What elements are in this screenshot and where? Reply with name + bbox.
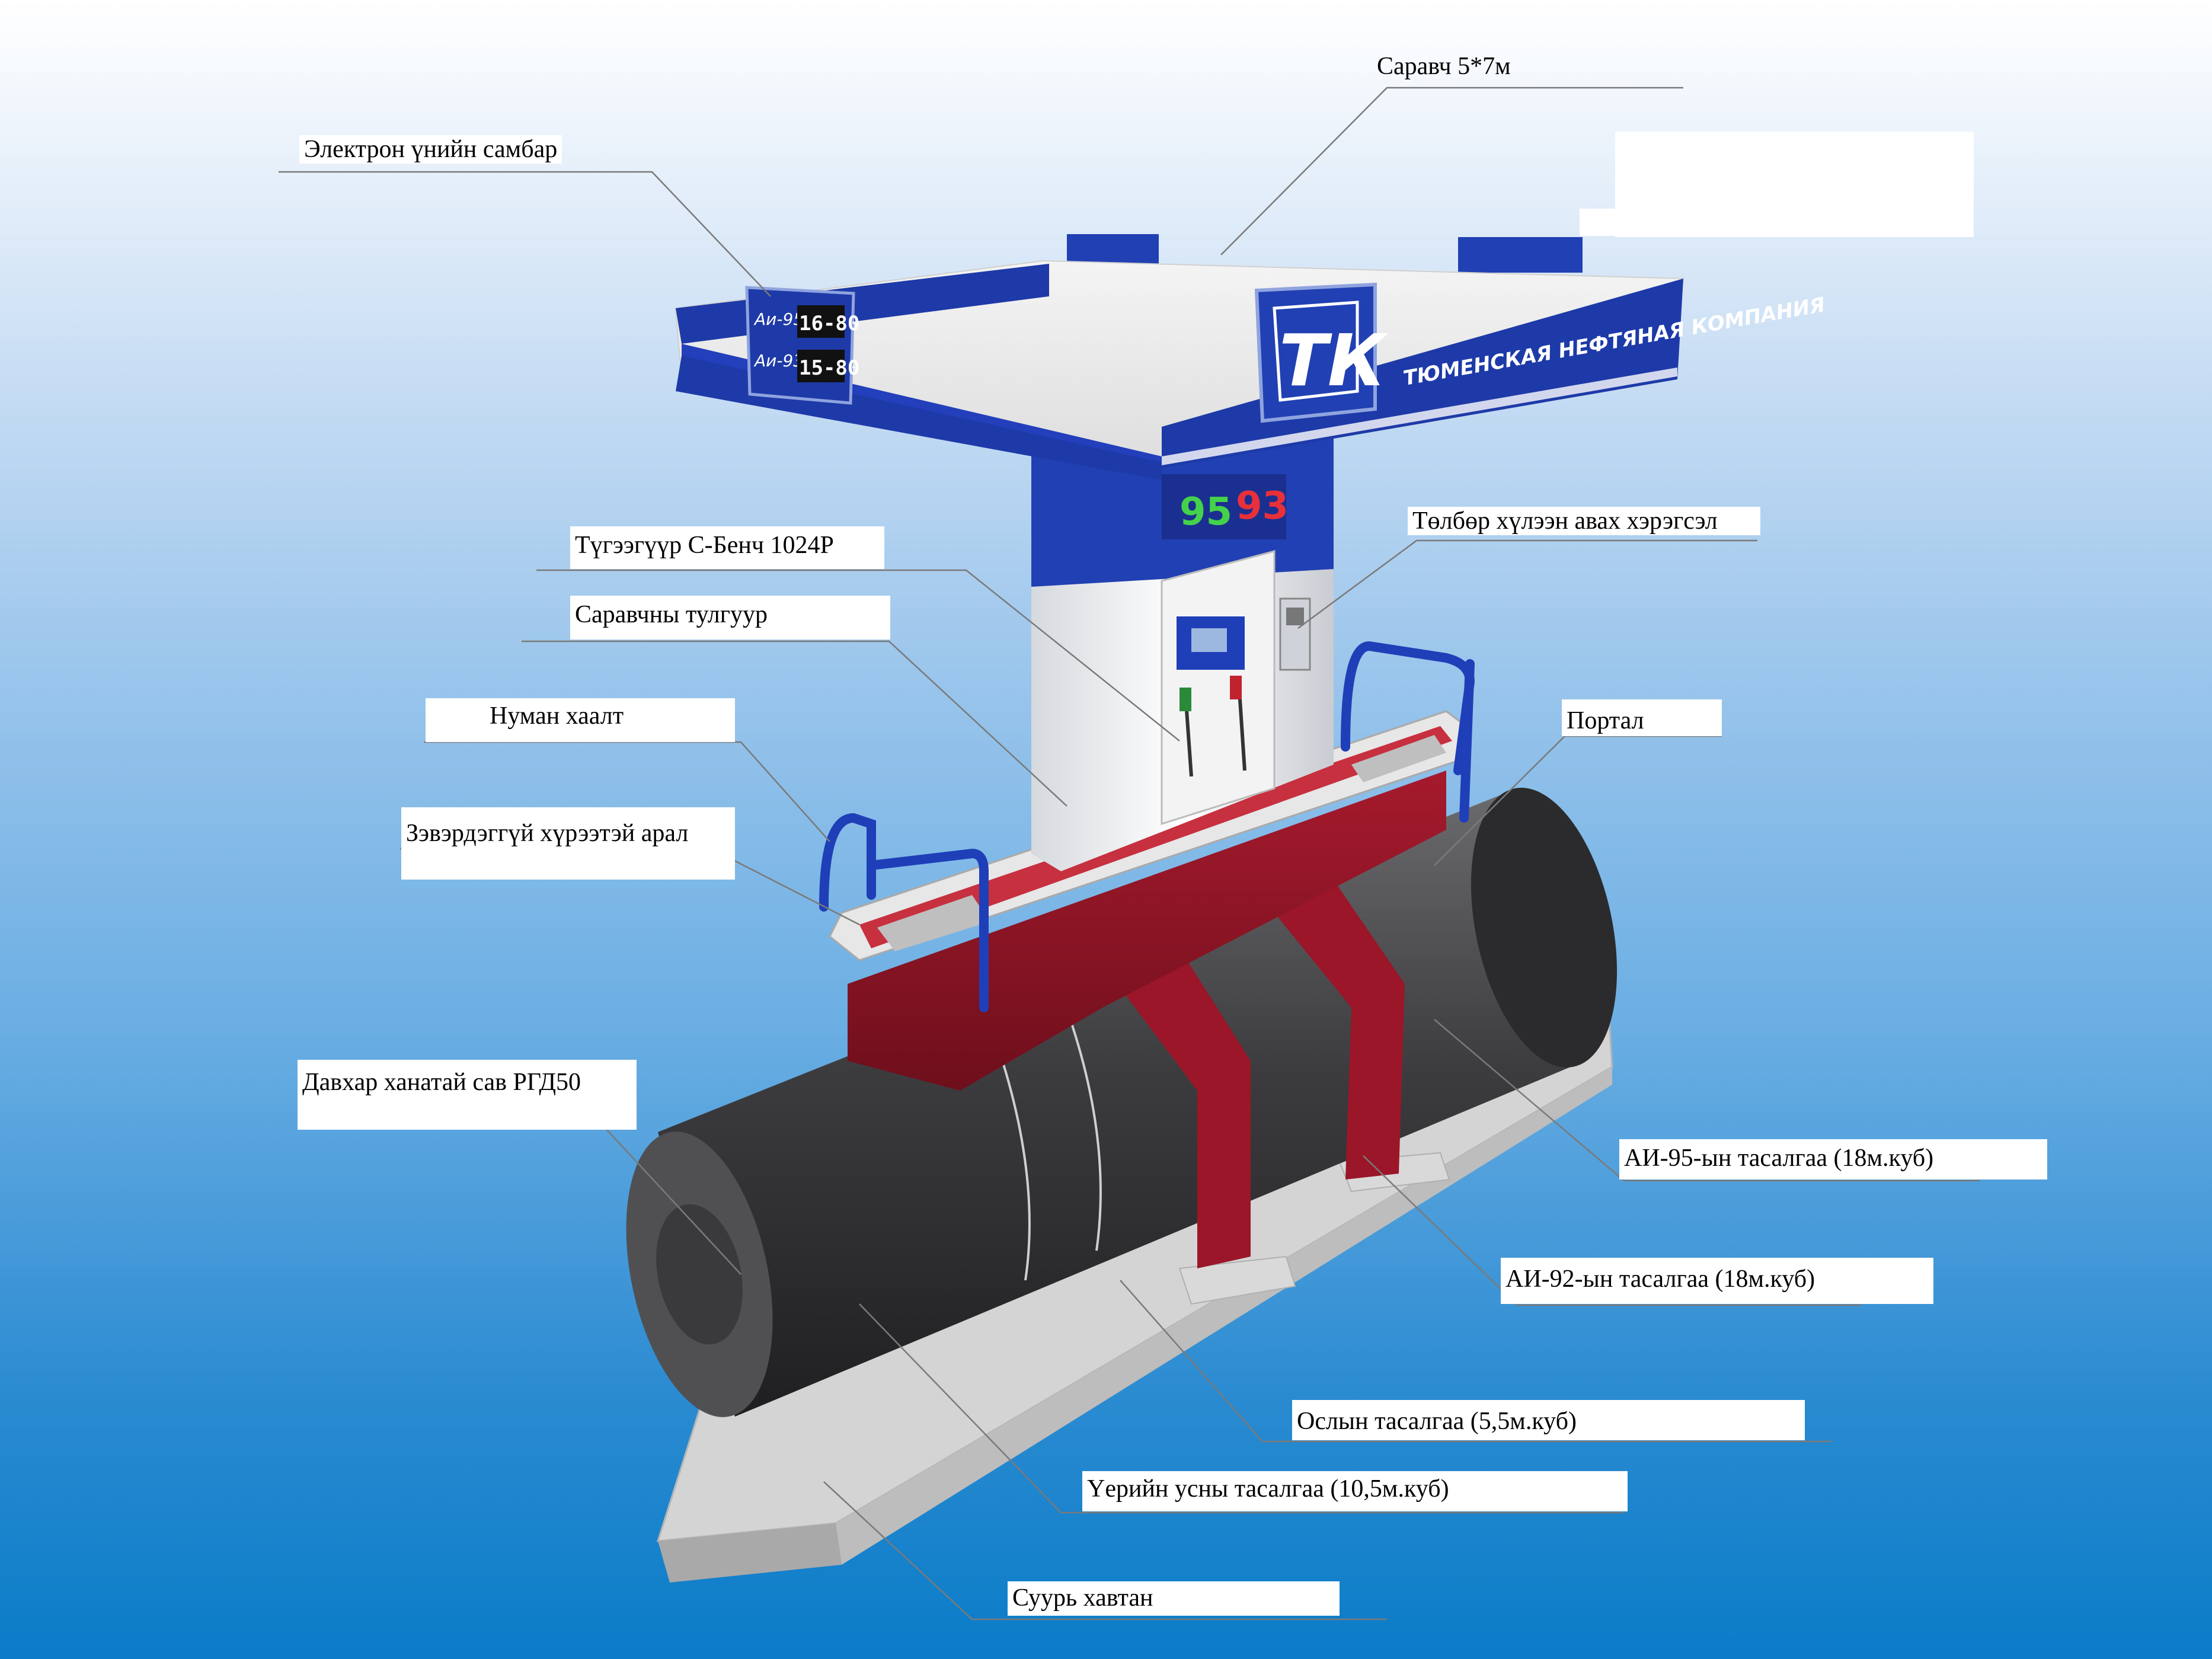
column-display-right: 93	[1236, 484, 1289, 528]
label-payment: Төлбөр хүлээн авах хэрэгсэл	[1408, 507, 1760, 536]
label-ai95: АИ-95-ын тасалгаа (18м.куб)	[1619, 1139, 2047, 1179]
canopy: ТК ТЮМЕНСКАЯ НЕФТЯНАЯ КОМПАНИЯ Аи-95 16-…	[675, 234, 1827, 480]
label-arch-barrier: Нуман хаалт	[426, 698, 735, 742]
label-emergency: Ослын тасалгаа (5,5м.куб)	[1292, 1400, 1805, 1440]
column-display-left: 95	[1179, 490, 1232, 534]
label-dispenser: Түгээгүүр С-Бенч 1024Р	[570, 526, 884, 569]
arch-barriers	[819, 641, 1475, 1012]
brand-logo: ТК	[1279, 320, 1389, 402]
label-tank: Давхар ханатай сав РГД50	[298, 1060, 637, 1130]
blank-label-strip	[1580, 209, 1616, 236]
label-portal: Портал	[1562, 699, 1722, 736]
label-canopy-support: Саравчны тулгуур	[570, 596, 890, 640]
blank-label-box	[1615, 132, 1974, 237]
label-base-plate: Суурь хавтан	[1008, 1581, 1340, 1616]
tank-supports	[1114, 871, 1405, 1268]
label-canopy: Саравч 5*7м	[1377, 53, 1511, 80]
label-ai92: АИ-92-ын тасалгаа (18м.куб)	[1501, 1258, 1933, 1304]
label-groundwater: Үерийн усны тасалгаа (10,5м.куб)	[1082, 1471, 1628, 1511]
canopy-column: 95 93	[1031, 439, 1334, 871]
price-board	[745, 286, 855, 405]
label-island: Зэвэрдэггүй хүрээтэй арал	[401, 807, 735, 880]
label-price-board: Электрон үнийн самбар	[299, 135, 562, 164]
price-board-fuel-2: Аи-93	[753, 351, 804, 370]
price-board-price-1: 16-80	[799, 312, 859, 335]
price-board-fuel-1: Аи-95	[753, 309, 804, 329]
price-board-price-2: 15-80	[799, 356, 859, 380]
